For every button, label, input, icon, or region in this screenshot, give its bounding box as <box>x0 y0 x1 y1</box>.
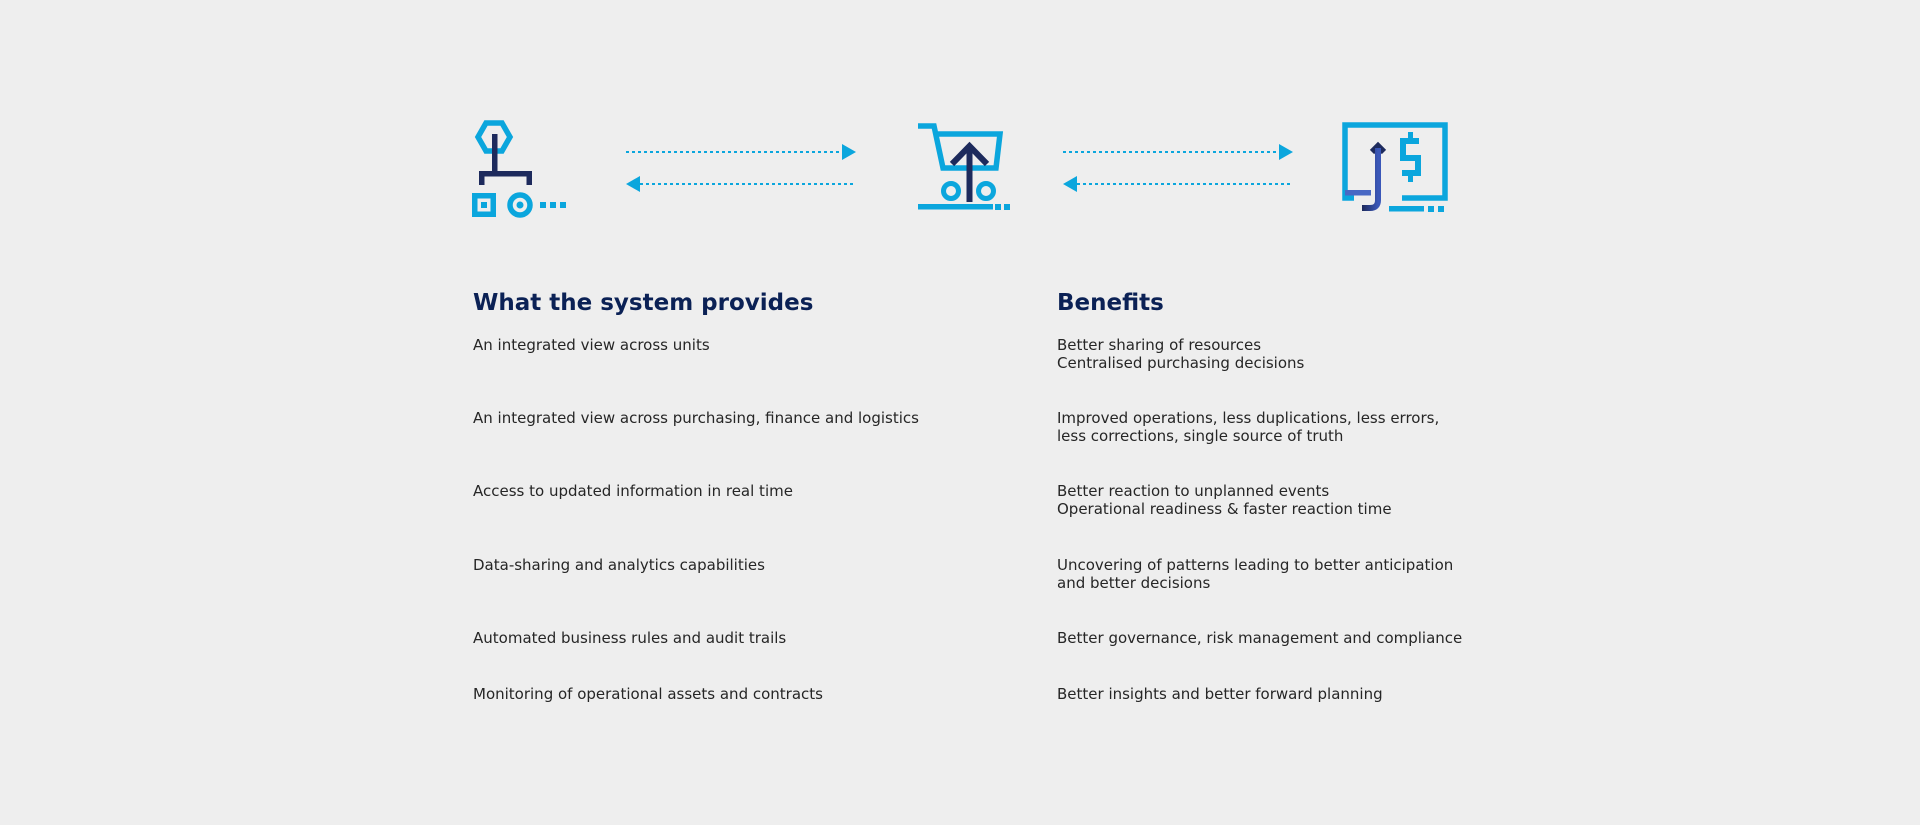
provides-item: Automated business rules and audit trail… <box>473 629 787 647</box>
bidirectional-arrows-icon <box>626 144 856 192</box>
provides-item: An integrated view across units <box>473 336 710 354</box>
benefits-heading: Benefits <box>1057 290 1164 316</box>
benefits-item: Uncovering of patterns leading to better… <box>1057 556 1454 592</box>
benefits-item: Better reaction to unplanned events Oper… <box>1057 482 1392 518</box>
provides-item: Data-sharing and analytics capabilities <box>473 556 765 574</box>
monitor-dollar-arrow-up-icon <box>1342 122 1448 212</box>
benefits-item: Better insights and better forward plann… <box>1057 685 1383 703</box>
provides-item: An integrated view across purchasing, fi… <box>473 409 919 427</box>
bidirectional-arrows-icon <box>1063 144 1293 192</box>
provides-heading: What the system provides <box>473 290 814 316</box>
provides-item: Access to updated information in real ti… <box>473 482 793 500</box>
shopping-cart-arrow-up-icon <box>918 123 1010 210</box>
provides-item: Monitoring of operational assets and con… <box>473 685 823 703</box>
org-hierarchy-icon <box>472 120 566 218</box>
benefits-item: Improved operations, less duplications, … <box>1057 409 1440 445</box>
benefits-item: Better governance, risk management and c… <box>1057 629 1463 647</box>
benefits-item: Better sharing of resources Centralised … <box>1057 336 1305 372</box>
